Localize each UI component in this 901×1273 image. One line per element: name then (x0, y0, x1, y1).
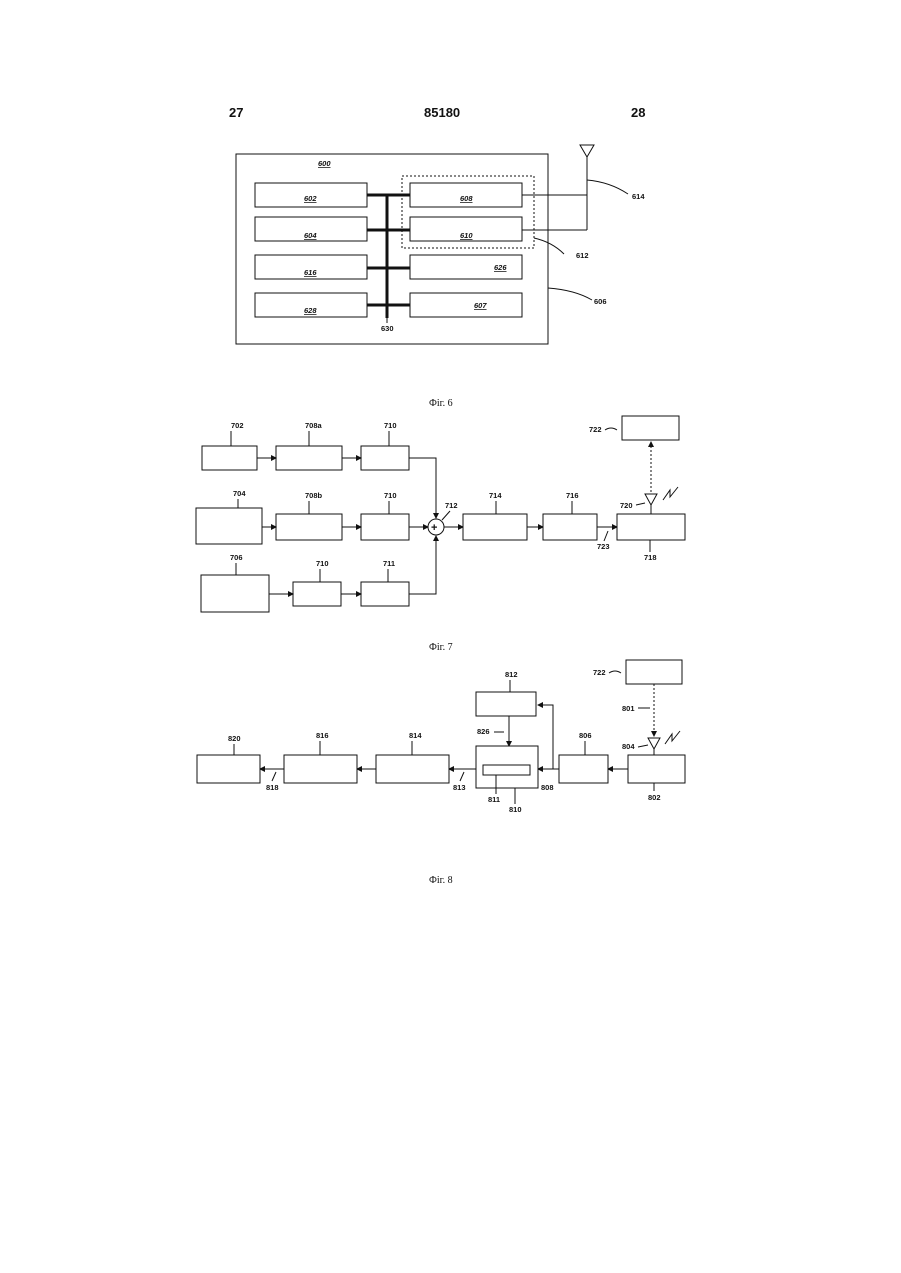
block-607 (410, 293, 522, 317)
block-706 (201, 575, 269, 612)
label-712: 712 (445, 501, 458, 510)
page-header: 27 85180 28 (229, 105, 645, 120)
antenna-icon-804 (648, 731, 680, 755)
label-801: 801 (622, 704, 635, 713)
block-702 (202, 446, 257, 470)
block-802 (628, 755, 685, 783)
label-718: 718 (644, 553, 657, 562)
leader-722 (605, 428, 617, 430)
figure-7: 702 708a 710 704 708b 710 + 712 706 (196, 416, 685, 653)
label-813: 813 (453, 783, 466, 792)
figure-8: 722 801 804 802 806 808 812 826 811 8 (197, 660, 685, 886)
block-811 (483, 765, 530, 775)
block-718 (617, 514, 685, 540)
label-816: 816 (316, 731, 329, 740)
label-606: 606 (594, 297, 607, 306)
label-708b: 708b (305, 491, 323, 500)
label-826: 826 (477, 727, 490, 736)
block-820 (197, 755, 260, 783)
label-614: 614 (632, 192, 645, 201)
label-711: 711 (383, 559, 395, 568)
label-600: 600 (318, 159, 331, 168)
label-812: 812 (505, 670, 518, 679)
leader-606 (548, 288, 592, 300)
figure-8-caption: Фіг. 8 (429, 875, 453, 886)
antenna-icon-720 (645, 487, 678, 514)
label-814: 814 (409, 731, 422, 740)
label-607: 607 (474, 301, 487, 310)
label-818: 818 (266, 783, 279, 792)
label-710-top: 710 (384, 421, 397, 430)
label-704: 704 (233, 489, 246, 498)
label-722: 722 (589, 425, 602, 434)
block-722 (622, 416, 679, 440)
figure-6-caption: Фіг. 6 (429, 398, 453, 409)
block-708b (276, 514, 342, 540)
block-806 (559, 755, 608, 783)
right-page-number: 28 (631, 105, 645, 120)
block-704 (196, 508, 262, 544)
label-811: 811 (488, 795, 500, 804)
label-612: 612 (576, 251, 589, 260)
label-610: 610 (460, 231, 473, 240)
label-810: 810 (509, 805, 522, 814)
label-722-fig8: 722 (593, 668, 606, 677)
block-812 (476, 692, 536, 716)
block-710-bottom (293, 582, 341, 606)
label-804: 804 (622, 742, 635, 751)
label-630: 630 (381, 324, 394, 333)
label-626: 626 (494, 263, 507, 272)
label-616: 616 (304, 268, 317, 277)
block-716 (543, 514, 597, 540)
patent-number: 85180 (424, 105, 460, 120)
block-816 (284, 755, 357, 783)
block-722-fig8 (626, 660, 682, 684)
label-710-middle: 710 (384, 491, 397, 500)
block-711 (361, 582, 409, 606)
label-710-bottom: 710 (316, 559, 329, 568)
block-814 (376, 755, 449, 783)
label-714: 714 (489, 491, 502, 500)
label-723: 723 (597, 542, 610, 551)
left-page-number: 27 (229, 105, 243, 120)
label-802: 802 (648, 793, 661, 802)
block-714 (463, 514, 527, 540)
label-720: 720 (620, 501, 633, 510)
label-602: 602 (304, 194, 317, 203)
label-806: 806 (579, 731, 592, 740)
block-708a (276, 446, 342, 470)
label-702: 702 (231, 421, 244, 430)
label-808: 808 (541, 783, 554, 792)
label-716: 716 (566, 491, 579, 500)
block-710-middle (361, 514, 409, 540)
figure-7-caption: Фіг. 7 (429, 642, 453, 653)
label-820: 820 (228, 734, 241, 743)
label-604: 604 (304, 231, 317, 240)
figure-6: 600 602 604 616 628 608 610 626 607 630 (236, 145, 645, 409)
label-608: 608 (460, 194, 473, 203)
label-708a: 708a (305, 421, 323, 430)
label-706: 706 (230, 553, 243, 562)
block-710-top (361, 446, 409, 470)
label-628: 628 (304, 306, 317, 315)
plus-sign-icon: + (431, 522, 437, 534)
